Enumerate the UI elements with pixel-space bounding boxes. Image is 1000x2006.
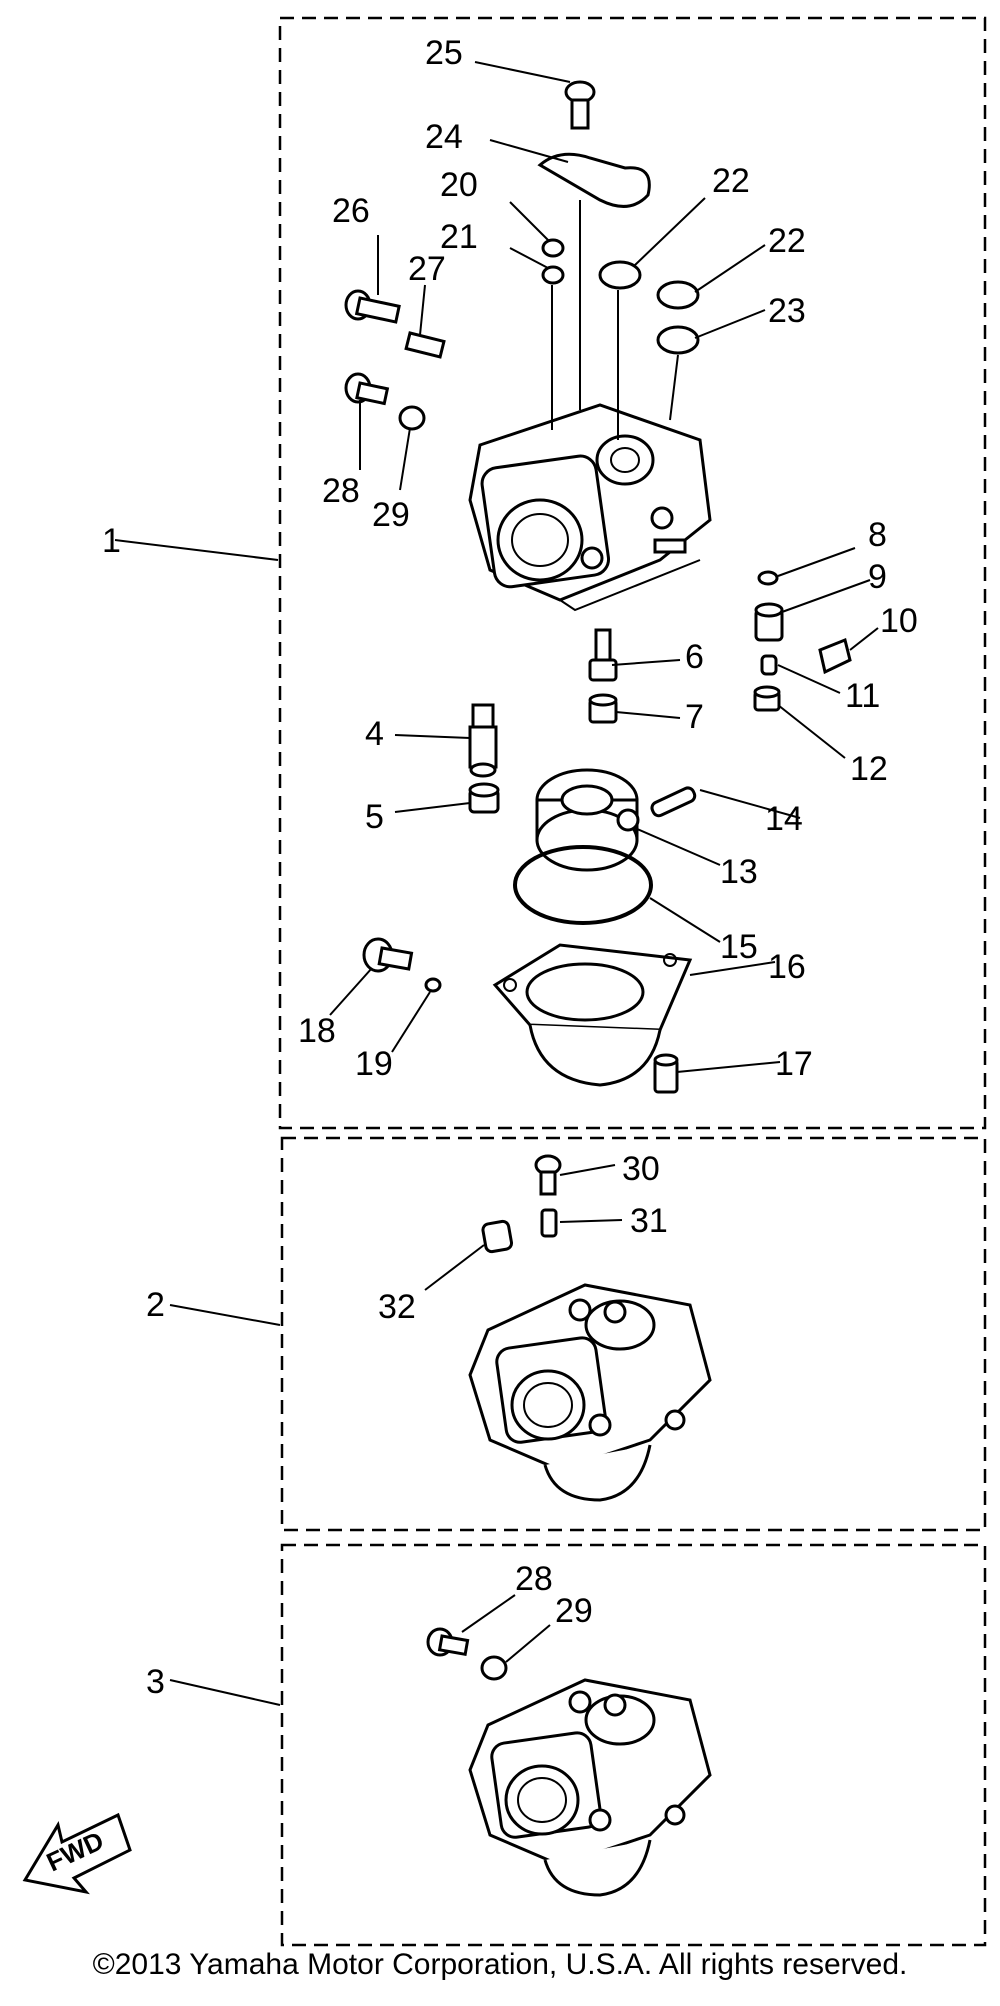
callout-20: 20 [440,166,478,204]
part-13-float [535,768,640,872]
part-12-screw [753,685,781,712]
part-18-bolt [362,937,414,973]
part-26-screw [344,289,401,324]
part-28-screw-b [426,1627,470,1657]
callout-25: 25 [425,34,463,72]
callout-28-b: 28 [515,1560,553,1598]
part-21-cap [541,265,565,285]
callout-3: 3 [146,1663,165,1701]
part-15-o-ring [513,845,653,925]
callout-26: 26 [332,192,370,230]
part-22-plug-b [656,280,700,310]
carburetor-body-1 [468,403,712,612]
callout-29-a: 29 [372,496,410,534]
part-27-spring [404,331,446,359]
part-6-needle-jet [588,628,618,682]
part-29-washer-b [480,1655,508,1681]
part-25-screw [564,80,596,130]
callout-22-b: 22 [768,222,806,260]
part-22-plug-a [598,260,642,290]
part-20-cap [541,238,565,258]
callout-28-a: 28 [322,472,360,510]
callout-22-a: 22 [712,162,750,200]
callout-4: 4 [365,715,384,753]
callout-10: 10 [880,602,918,640]
carburetor-body-2 [468,1283,712,1502]
callout-12: 12 [850,750,888,788]
callout-2: 2 [146,1286,165,1324]
part-24-plate [537,152,651,208]
part-7-plug [588,693,618,724]
part-23-gasket [656,325,700,355]
part-28-screw-a [344,372,390,406]
part-30-screw [534,1154,562,1196]
callout-31: 31 [630,1202,668,1240]
callout-14: 14 [765,800,803,838]
part-31-spring [540,1208,558,1238]
callout-5: 5 [365,798,384,836]
callout-19: 19 [355,1045,393,1083]
callout-8: 8 [868,516,887,554]
part-29-washer-a [398,405,426,431]
callout-6: 6 [685,638,704,676]
callout-9: 9 [868,558,887,596]
part-19-o-ring [424,977,442,993]
callout-27: 27 [408,250,446,288]
copyright-notice: ©2013 Yamaha Motor Corporation, U.S.A. A… [92,1948,908,1981]
part-16-float-chamber [492,943,693,1087]
callout-1: 1 [102,522,121,560]
carburetor-body-3 [468,1678,712,1897]
fwd-arrow-icon: FWD [22,1812,132,1895]
part-9-jet [754,602,784,642]
callout-32: 32 [378,1288,416,1326]
part-14-pin [650,786,697,818]
callout-29-b: 29 [555,1592,593,1630]
part-10-clip [818,637,852,675]
callout-15: 15 [720,928,758,966]
part-17-drain-screw [653,1053,679,1094]
callout-16: 16 [768,948,806,986]
part-5-plug [468,782,500,814]
group-box-3 [280,1543,987,1947]
callout-17: 17 [775,1045,813,1083]
callout-18: 18 [298,1012,336,1050]
callout-30: 30 [622,1150,660,1188]
callout-21: 21 [440,218,478,256]
callout-23: 23 [768,292,806,330]
group-box-1 [278,16,987,1130]
part-11-spring [760,654,778,676]
callout-11: 11 [845,677,880,715]
callout-13: 13 [720,853,758,891]
part-8-o-ring [757,570,779,586]
leader-lines [114,61,879,1706]
part-32-cap [481,1219,514,1254]
part-4-main-jet [468,703,498,778]
group-box-2 [280,1136,987,1532]
callout-24: 24 [425,118,463,156]
callout-7: 7 [685,698,704,736]
